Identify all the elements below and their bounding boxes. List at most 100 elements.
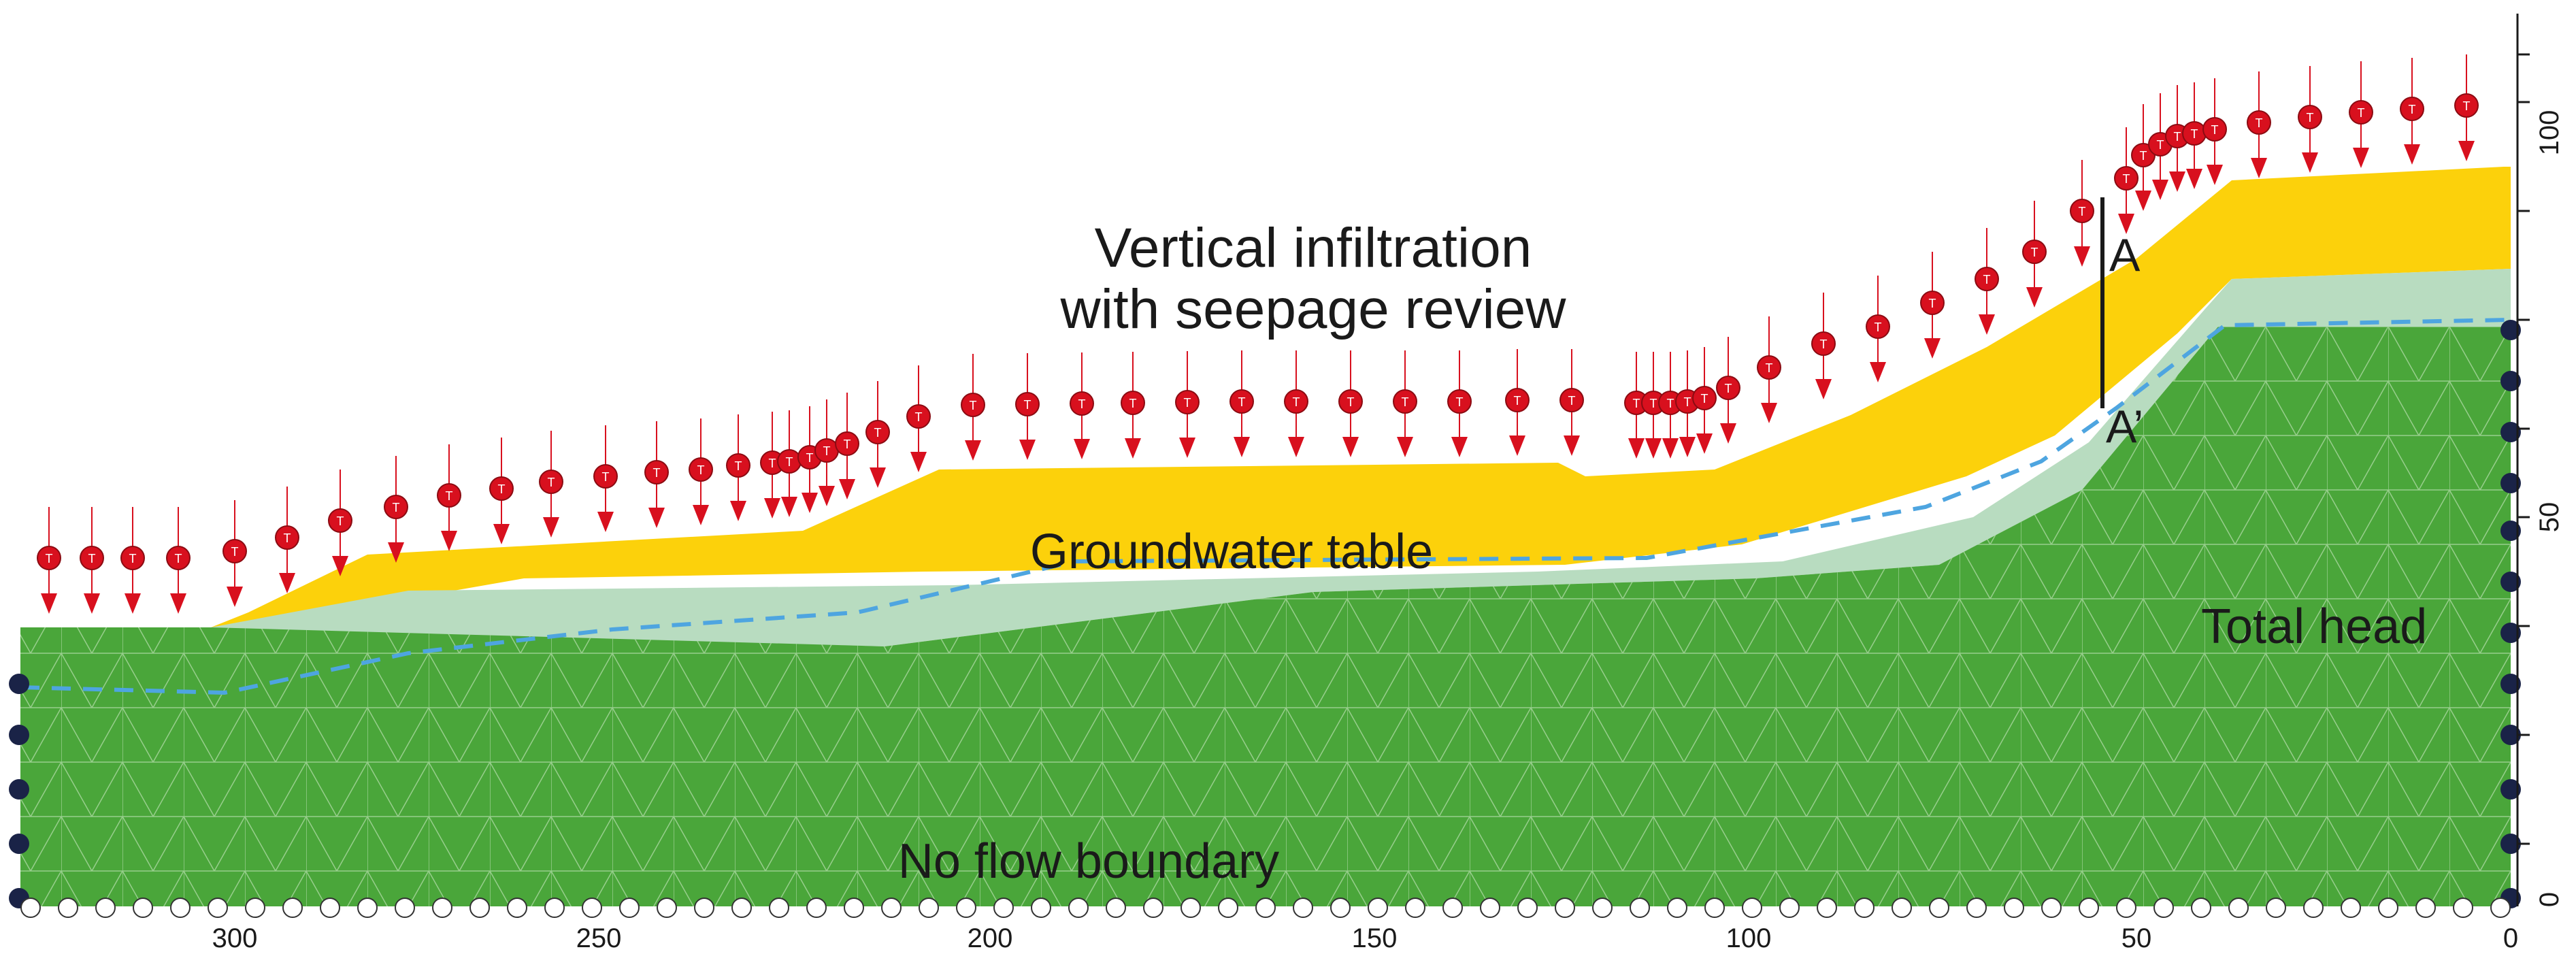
svg-text:T: T [786, 455, 793, 469]
bedrock-mesh [20, 327, 2511, 906]
svg-text:T: T [653, 466, 661, 480]
svg-text:T: T [697, 463, 705, 477]
svg-text:T: T [175, 552, 182, 565]
red-circle-down-arrow-icon: T [2148, 93, 2173, 200]
dark-circle-node-icon [2500, 572, 2521, 592]
svg-text:T: T [823, 444, 831, 458]
svg-text:T: T [284, 531, 291, 545]
open-circle-node-icon [694, 898, 714, 918]
red-circle-down-arrow-icon: T [1015, 353, 1040, 460]
svg-text:T: T [231, 545, 239, 559]
open-circle-node-icon [320, 898, 340, 918]
transition-layer [211, 269, 2511, 646]
red-circle-down-arrow-icon: T [2202, 78, 2227, 185]
svg-text:T: T [46, 552, 53, 565]
dark-circle-node-icon [2500, 725, 2521, 745]
open-circle-node-icon [469, 898, 490, 918]
red-circle-down-arrow-icon: T [1641, 352, 1666, 459]
svg-text:T: T [1650, 397, 1657, 410]
dark-circle-node-icon [2500, 779, 2521, 800]
red-circle-down-arrow-icon: T [384, 456, 408, 563]
red-circle-down-arrow-icon: T [1658, 352, 1683, 459]
red-circle-down-arrow-icon: T [777, 410, 802, 517]
red-circle-down-arrow-icon: T [2165, 85, 2190, 192]
open-circle-node-icon [395, 898, 415, 918]
open-circle-node-icon [2266, 898, 2286, 918]
red-circle-down-arrow-icon: T [1505, 349, 1530, 456]
open-circle-node-icon [1442, 898, 1463, 918]
open-circle-node-icon [1555, 898, 1575, 918]
open-circle-node-icon [1255, 898, 1276, 918]
open-circle-node-icon [2303, 898, 2324, 918]
x-tick-label: 100 [1726, 923, 1772, 953]
svg-text:T: T [844, 438, 851, 451]
svg-text:T: T [602, 470, 610, 484]
red-circle-down-arrow-icon: T [489, 438, 514, 544]
svg-text:T: T [874, 426, 882, 440]
red-circle-down-arrow-icon: T [1070, 352, 1094, 459]
svg-text:T: T [88, 552, 96, 565]
open-circle-node-icon [1966, 898, 1987, 918]
open-circle-node-icon [1742, 898, 1762, 918]
red-circle-down-arrow-icon: T [689, 418, 713, 525]
svg-text:T: T [1184, 396, 1191, 410]
open-circle-node-icon [919, 898, 939, 918]
red-circle-down-arrow-icon: T [1920, 252, 1945, 359]
open-circle-node-icon [1630, 898, 1650, 918]
x-tick-label: 250 [576, 923, 622, 953]
red-circle-down-arrow-icon: T [1175, 351, 1200, 458]
svg-text:T: T [129, 552, 137, 565]
open-circle-node-icon [170, 898, 191, 918]
x-axis: 300 250 200 150 100 50 0 [212, 923, 2519, 953]
dark-circle-node-icon [2500, 422, 2521, 442]
x-tick-label: 50 [2121, 923, 2152, 953]
red-circle-down-arrow-icon: T [1393, 350, 1417, 457]
x-tick-label: 200 [968, 923, 1013, 953]
red-circle-down-arrow-icon: T [1866, 276, 1890, 382]
open-circle-node-icon [2191, 898, 2211, 918]
open-circle-node-icon [2079, 898, 2099, 918]
red-circle-down-arrow-icon: T [2070, 160, 2094, 267]
open-circle-node-icon [282, 898, 303, 918]
red-circle-down-arrow-icon: T [1559, 349, 1584, 456]
open-circle-node-icon [844, 898, 864, 918]
open-circle-node-icon [1892, 898, 1912, 918]
open-circle-node-icon [2341, 898, 2361, 918]
svg-text:T: T [2409, 103, 2416, 116]
open-circle-node-icon [1368, 898, 1388, 918]
svg-text:T: T [1725, 382, 1732, 395]
red-circle-down-arrow-icon: T [2247, 71, 2271, 178]
svg-text:T: T [1456, 395, 1464, 409]
open-circle-node-icon [1929, 898, 1949, 918]
no-flow-boundary-label: No flow boundary [898, 834, 1279, 889]
red-circle-down-arrow-icon: T [797, 406, 822, 513]
open-circle-node-icon [2153, 898, 2174, 918]
red-circle-down-arrow-icon: T [1811, 293, 1836, 399]
dark-circle-node-icon [2500, 521, 2521, 541]
open-circle-node-icon [731, 898, 752, 918]
dark-circle-node-icon [2500, 473, 2521, 493]
svg-text:T: T [2211, 123, 2219, 137]
red-circle-down-arrow-icon: T [2400, 58, 2424, 165]
open-circle-node-icon [1143, 898, 1163, 918]
svg-text:T: T [1347, 395, 1355, 409]
no-flow-boundary-nodes [20, 898, 2511, 918]
y-tick-label: 50 [2534, 502, 2564, 533]
section-label-a-prime: A’ [2106, 401, 2143, 453]
svg-text:T: T [446, 489, 453, 503]
open-circle-node-icon [1704, 898, 1725, 918]
svg-text:T: T [1667, 397, 1674, 410]
diagram-labels: Vertical infiltration with seepage revie… [898, 217, 2427, 889]
open-circle-node-icon [1592, 898, 1613, 918]
svg-text:T: T [769, 457, 776, 470]
infiltration-label-line1: Vertical infiltration [1095, 217, 1532, 279]
svg-text:T: T [1402, 395, 1409, 409]
svg-text:T: T [2358, 106, 2365, 120]
red-circle-down-arrow-icon: T [1121, 352, 1145, 459]
svg-text:T: T [1820, 338, 1828, 351]
red-circle-down-arrow-icon: T [2298, 66, 2322, 173]
dark-circle-node-icon [9, 834, 29, 854]
groundwater-table-line [20, 318, 2511, 695]
open-circle-node-icon [582, 898, 602, 918]
